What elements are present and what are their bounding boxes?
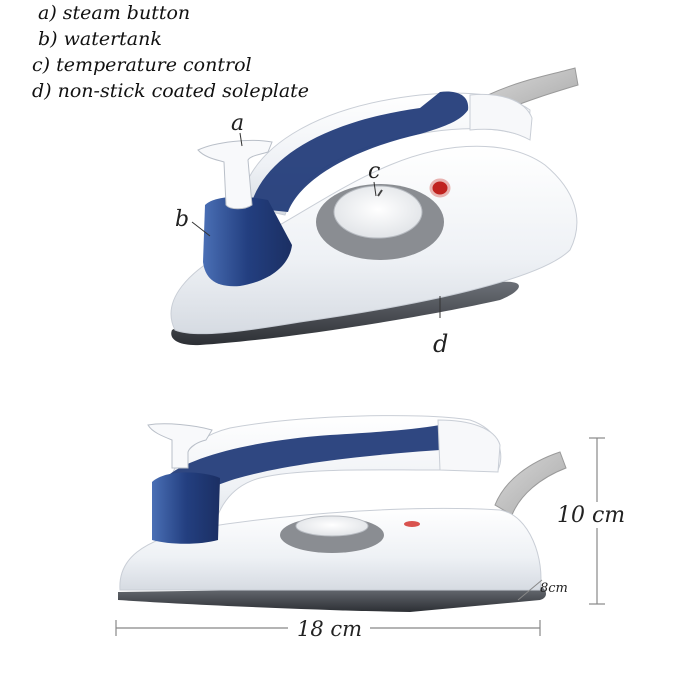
indicator-light: [429, 178, 451, 198]
handle-stripe-side: [165, 425, 440, 515]
legend: a) steam button b) watertank c) temperat…: [30, 0, 309, 104]
callout-line-a: [239, 132, 243, 147]
dial-pointer: [377, 189, 383, 197]
callout-b: b: [175, 207, 189, 232]
handle-rear-cap: [469, 93, 533, 141]
legend-item-temperature-control: c) temperature control: [32, 54, 252, 76]
soleplate-side: [118, 586, 546, 612]
handle-rear-cap-side: [437, 419, 501, 473]
indicator-light-side: [404, 521, 420, 527]
dimension-markers: 18 cm 10 cm 8cm: [115, 437, 640, 641]
steam-button-side: [147, 423, 213, 469]
callout-d: d: [433, 330, 448, 358]
iron-side-view: [118, 415, 567, 612]
steam-button: [197, 139, 273, 210]
water-tank-side: [152, 472, 220, 544]
handle-stripe: [250, 91, 469, 212]
callout-line-c: [373, 181, 377, 197]
temperature-dial: [333, 185, 423, 239]
iron-top-view: a b c d: [170, 67, 579, 358]
legend-item-soleplate: d) non-stick coated soleplate: [32, 80, 310, 102]
width-dimension-line: [517, 579, 543, 601]
callout-line-b: [191, 221, 211, 237]
callout-a: a: [231, 111, 244, 136]
callout-c: c: [368, 159, 380, 184]
width-label: 8cm: [540, 581, 568, 596]
legend-item-watertank: b) watertank: [38, 28, 162, 50]
power-cord-side: [494, 451, 567, 516]
legend-item-steam-button: a) steam button: [38, 2, 191, 24]
length-label: 18 cm: [297, 617, 362, 641]
water-tank: [203, 196, 292, 287]
temperature-dial-side: [295, 515, 369, 537]
height-label: 10 cm: [557, 503, 625, 528]
